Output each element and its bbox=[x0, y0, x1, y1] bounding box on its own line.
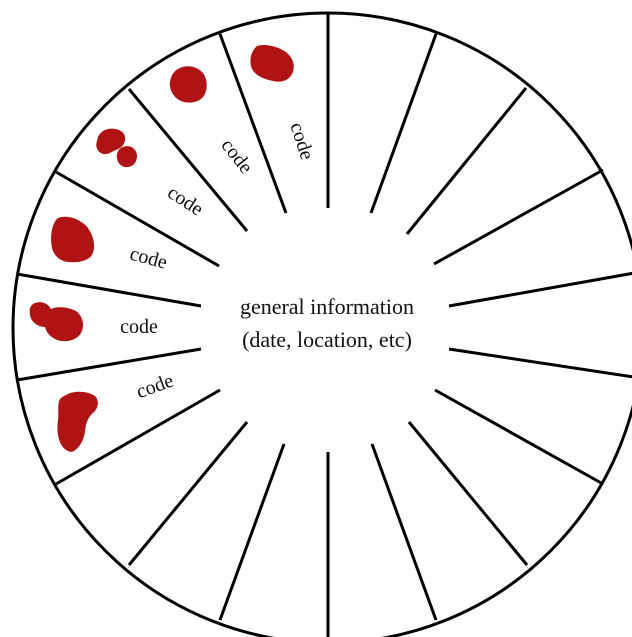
divider-line bbox=[16, 272, 202, 308]
stain-mark bbox=[116, 146, 137, 168]
stains bbox=[29, 44, 294, 452]
divider-line bbox=[55, 170, 220, 268]
segment-label: code bbox=[120, 316, 158, 338]
divider-line bbox=[218, 33, 288, 214]
stain-mark bbox=[169, 66, 207, 103]
divider-line bbox=[405, 87, 528, 235]
center-title-line2: (date, location, etc) bbox=[242, 327, 412, 352]
divider-line bbox=[55, 388, 221, 486]
divider-line bbox=[448, 271, 632, 308]
divider-line bbox=[127, 421, 249, 566]
center-title-line1: general information bbox=[240, 294, 414, 319]
divider-line bbox=[127, 88, 249, 232]
stain-mark bbox=[250, 44, 294, 82]
divider-line bbox=[434, 388, 604, 486]
divider-line bbox=[370, 443, 438, 621]
divider-line bbox=[218, 443, 286, 621]
stain-mark bbox=[29, 302, 84, 342]
divider-line bbox=[407, 421, 529, 566]
stain-mark bbox=[96, 128, 126, 155]
stain-mark bbox=[51, 216, 95, 263]
outer-circle bbox=[11, 11, 632, 637]
divider-line bbox=[16, 347, 202, 382]
segment-dividers bbox=[16, 14, 632, 637]
divider-line bbox=[448, 347, 632, 379]
divider-line bbox=[433, 168, 604, 266]
stain-mark bbox=[57, 391, 98, 452]
divider-line bbox=[369, 33, 438, 214]
